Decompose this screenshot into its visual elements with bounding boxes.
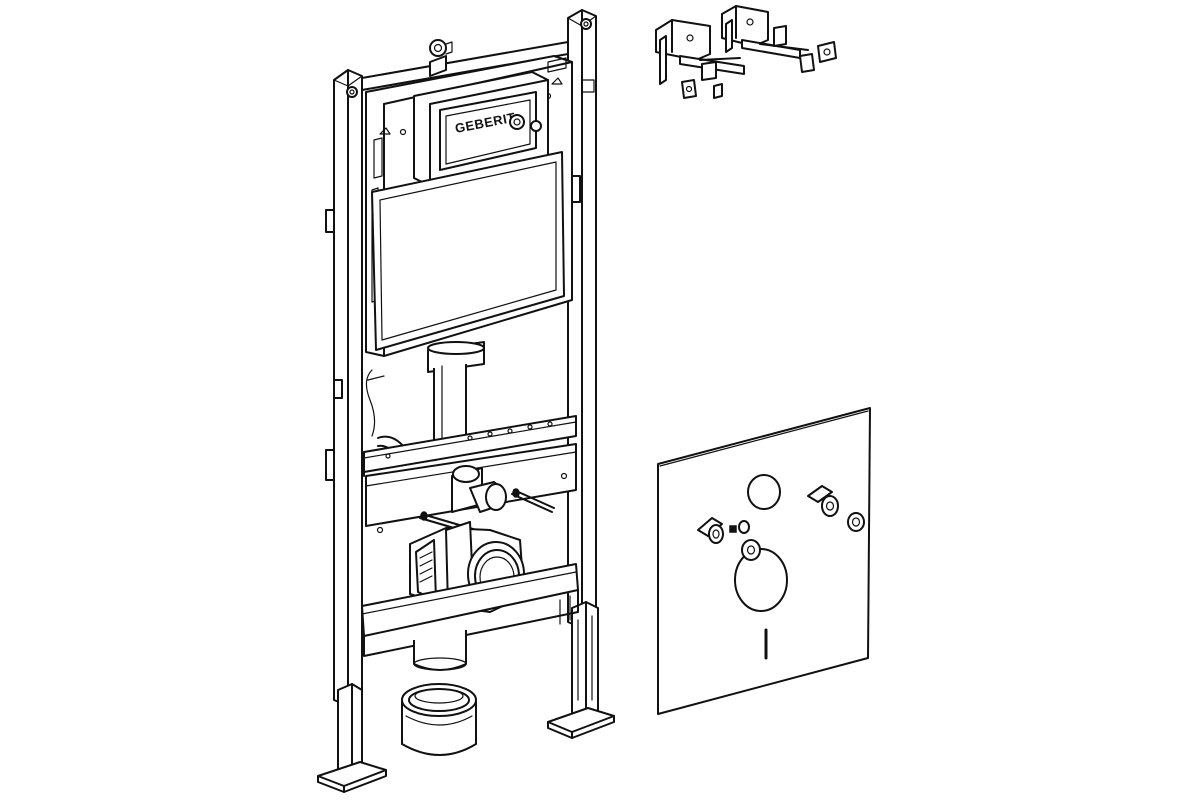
drain-stub — [413, 630, 467, 671]
actuator-opening: GEBERIT — [413, 71, 549, 187]
left-leg — [317, 683, 387, 793]
wall-brackets — [655, 5, 837, 99]
installation-frame: GEBERIT — [317, 9, 615, 793]
pipe-sleeve — [401, 683, 477, 756]
flush-pipe — [427, 341, 485, 453]
right-leg — [547, 601, 615, 739]
left-upright-post — [325, 69, 363, 707]
mat-bolt-left — [697, 517, 761, 561]
wall-bracket-left — [655, 19, 745, 99]
wall-bracket-right — [721, 5, 837, 73]
top-rail — [361, 41, 569, 91]
cover-panel — [371, 151, 565, 351]
inlet-connector — [451, 465, 507, 513]
upper-crossbar — [363, 415, 577, 477]
bottom-crossbar — [361, 563, 579, 657]
supply-valve — [429, 39, 453, 77]
mat-bolt-right — [807, 485, 865, 532]
sound-insulation-mat — [657, 407, 871, 715]
